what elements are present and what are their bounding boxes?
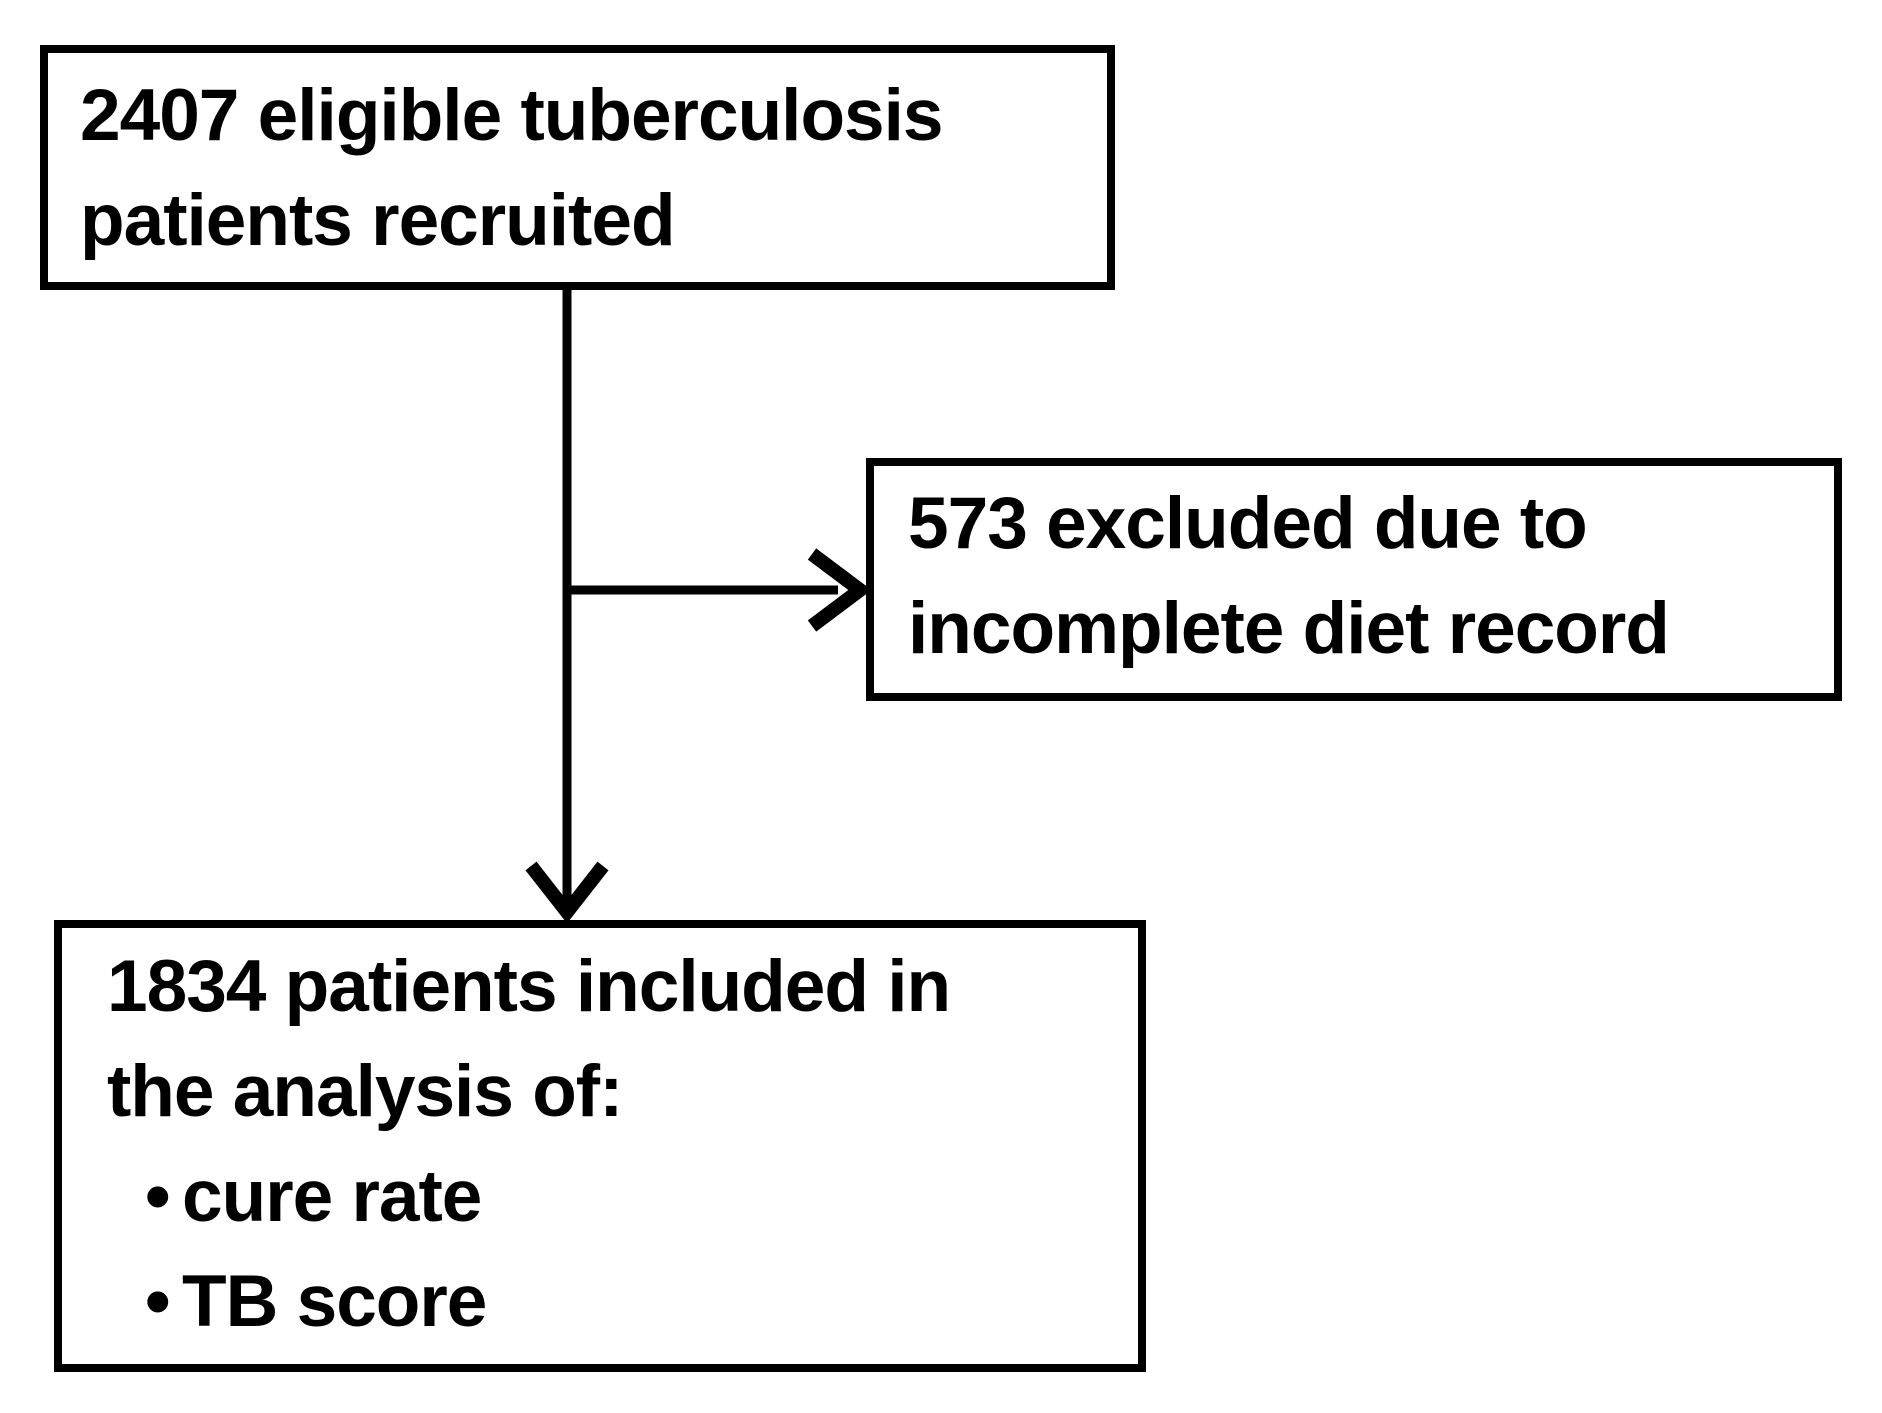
node-recruited-box: 2407 eligible tuberculosis patients recr… <box>40 45 1115 290</box>
bullet-icon: • <box>145 1156 171 1237</box>
arrow-right-head-icon <box>807 548 872 632</box>
node-excluded-line-2: incomplete diet record <box>908 588 1670 669</box>
node-included-line-1: 1834 patients included in <box>107 946 951 1027</box>
bullet-item-label: TB score <box>182 1261 487 1342</box>
node-recruited-line-1: 2407 eligible tuberculosis <box>80 75 944 156</box>
node-included-box: 1834 patients included in the analysis o… <box>54 920 1146 1372</box>
bullet-item-tb-score: • TB score <box>145 1249 1138 1354</box>
bullet-item-cure-rate: • cure rate <box>145 1144 1138 1249</box>
arrow-down-head-icon <box>525 861 609 924</box>
bullet-icon: • <box>145 1261 171 1342</box>
node-excluded-box: 573 excluded due to incomplete diet reco… <box>866 458 1842 701</box>
node-included-line-2: the analysis of: <box>107 1051 623 1132</box>
bullet-item-label: cure rate <box>182 1156 482 1237</box>
node-excluded-line-1: 573 excluded due to <box>908 483 1588 564</box>
node-recruited-line-2: patients recruited <box>80 180 676 261</box>
